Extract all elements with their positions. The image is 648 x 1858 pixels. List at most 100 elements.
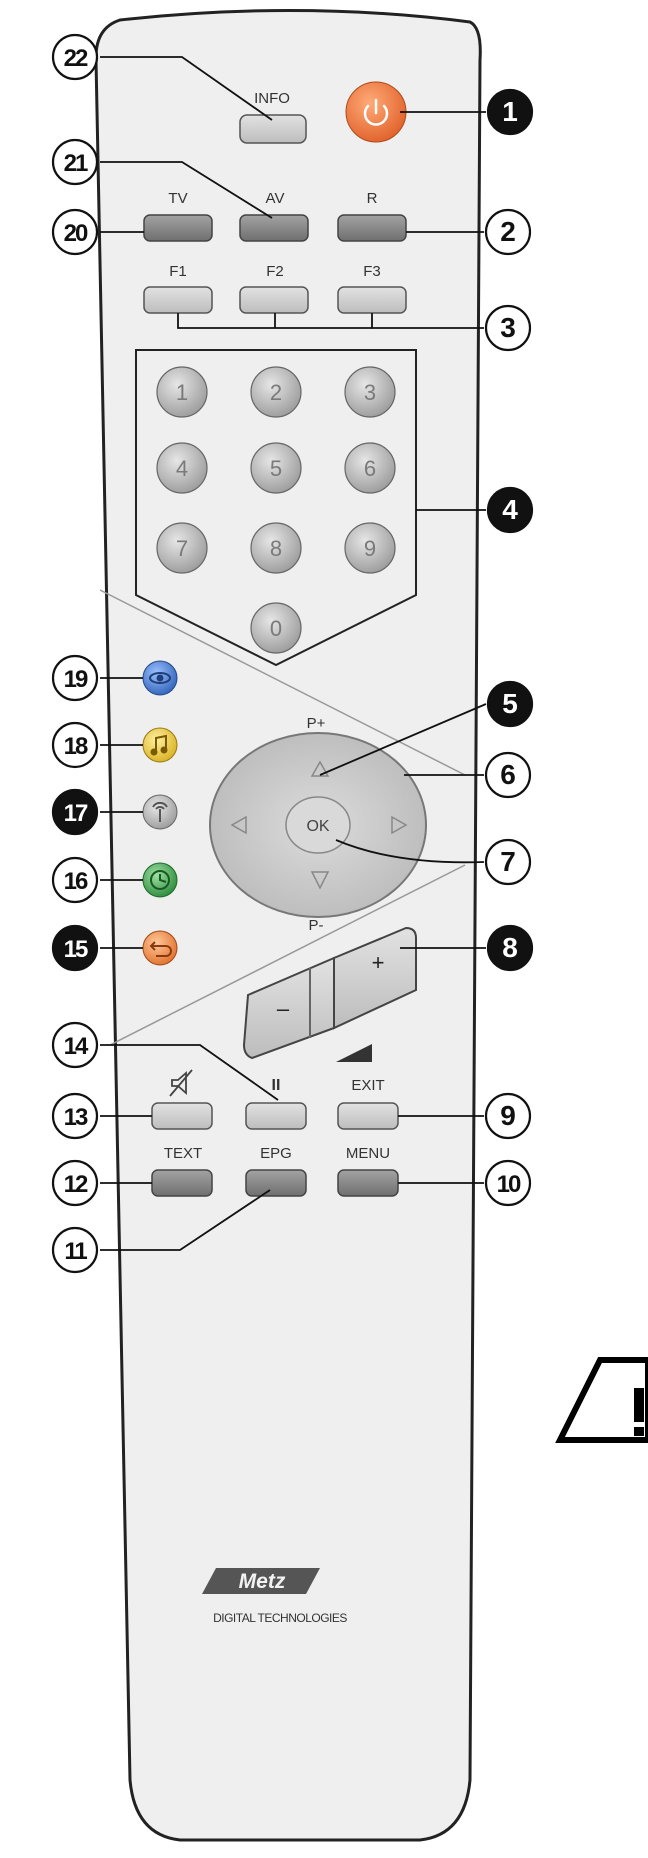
exit-button[interactable]: [337, 1102, 399, 1130]
callout-6-marker: [484, 751, 532, 799]
callout-3-label: 3: [500, 312, 516, 343]
callout-4-label: 4: [502, 494, 518, 525]
callout-20-marker: [51, 208, 99, 256]
ok-button[interactable]: [285, 796, 351, 854]
digit-3-label: 3: [364, 380, 376, 405]
callout-13-marker: [51, 1092, 99, 1140]
volume-plus-button[interactable]: [333, 926, 417, 1030]
callout-11-label: 11: [64, 1238, 87, 1265]
metz-logo: Metz: [202, 1568, 320, 1594]
eye-icon: [149, 672, 171, 684]
warning-triangle-icon: [555, 1357, 648, 1443]
callout-8-marker: [486, 924, 534, 972]
callout-1-label: 1: [502, 96, 518, 127]
clock-icon: [150, 870, 170, 890]
digit-1-label: 1: [176, 380, 188, 405]
left-arrow-icon[interactable]: [230, 815, 247, 835]
digit-8-button[interactable]: [250, 522, 302, 574]
callout-5-marker: [486, 680, 534, 728]
down-arrow-icon[interactable]: [310, 871, 330, 890]
f1-label: F1: [169, 263, 187, 280]
digit-7-button[interactable]: [156, 522, 208, 574]
epg-button[interactable]: [245, 1169, 307, 1197]
p-plus-label: P+: [307, 715, 326, 732]
digit-0-button[interactable]: [250, 602, 302, 654]
digit-9-button[interactable]: [344, 522, 396, 574]
r-button[interactable]: [337, 214, 407, 242]
callout-19-label: 19: [64, 666, 88, 693]
callout-18-marker: [51, 721, 99, 769]
digit-2-button[interactable]: [250, 366, 302, 418]
digit-5-button[interactable]: [250, 442, 302, 494]
digit-6-label: 6: [364, 456, 376, 481]
yellow-button[interactable]: [142, 727, 178, 763]
digit-1-button[interactable]: [156, 366, 208, 418]
callout-18-label: 18: [64, 733, 88, 760]
av-button[interactable]: [239, 214, 309, 242]
digit-4-label: 4: [176, 456, 188, 481]
orange-button[interactable]: [142, 930, 178, 966]
callout-9-label: 9: [500, 1100, 516, 1131]
tv-label: TV: [168, 190, 187, 207]
exit-label: EXIT: [351, 1077, 384, 1094]
divider-line: [99, 589, 466, 776]
f1-button[interactable]: [143, 286, 213, 314]
av-label: AV: [266, 190, 285, 207]
pause-label: II: [272, 1077, 281, 1094]
digit-7-label: 7: [176, 536, 188, 561]
svg-text:Metz: Metz: [239, 1570, 286, 1593]
callout-5-label: 5: [502, 688, 518, 719]
callout-20-label: 20: [64, 220, 88, 247]
callout-lines: [100, 56, 487, 1251]
callout-7-marker: [484, 838, 532, 886]
tv-button[interactable]: [143, 214, 213, 242]
f2-label: F2: [266, 263, 284, 280]
digit-9-label: 9: [364, 536, 376, 561]
power-icon: [363, 98, 389, 126]
callout-10-marker: [484, 1159, 532, 1207]
f2-button[interactable]: [239, 286, 309, 314]
epg-label: EPG: [260, 1145, 292, 1162]
numpad-outline: [135, 349, 417, 667]
remote-body: [94, 8, 482, 1842]
callout-1-marker: [486, 88, 534, 136]
info-button[interactable]: [239, 114, 307, 144]
volume-minus-button[interactable]: [242, 956, 335, 1060]
text-button[interactable]: [151, 1169, 213, 1197]
callout-3-marker: [484, 304, 532, 352]
text-label: TEXT: [164, 1145, 202, 1162]
callout-6-label: 6: [500, 759, 516, 790]
callout-16-marker: [51, 856, 99, 904]
callout-12-label: 12: [64, 1171, 88, 1198]
callout-19-marker: [51, 654, 99, 702]
callout-13-label: 13: [64, 1104, 88, 1131]
right-arrow-icon[interactable]: [391, 815, 408, 835]
f3-button[interactable]: [337, 286, 407, 314]
callout-12-marker: [51, 1159, 99, 1207]
brand-tagline: DIGITAL TECHNOLOGIES: [213, 1611, 347, 1625]
return-icon: [149, 941, 172, 957]
digit-3-button[interactable]: [344, 366, 396, 418]
volume-minus-label: –: [277, 996, 290, 1021]
callout-22-label: 22: [64, 45, 88, 72]
callout-11-marker: [51, 1226, 99, 1274]
menu-button[interactable]: [337, 1169, 399, 1197]
pause-button[interactable]: [245, 1102, 307, 1130]
info-label: INFO: [254, 90, 290, 107]
antenna-icon: [152, 801, 168, 822]
divider-line: [109, 864, 466, 1046]
callout-2-marker: [484, 208, 532, 256]
callout-7-label: 7: [500, 846, 516, 877]
callout-14-marker: [51, 1021, 99, 1069]
up-arrow-icon[interactable]: [310, 760, 330, 777]
mute-icon: [169, 1069, 193, 1097]
callout-4-marker: [486, 486, 534, 534]
p-minus-label: P-: [309, 917, 324, 934]
digit-4-button[interactable]: [156, 442, 208, 494]
callout-15-marker: [51, 924, 99, 972]
callout-9-marker: [484, 1092, 532, 1140]
mute-button[interactable]: [151, 1102, 213, 1130]
digit-6-button[interactable]: [344, 442, 396, 494]
